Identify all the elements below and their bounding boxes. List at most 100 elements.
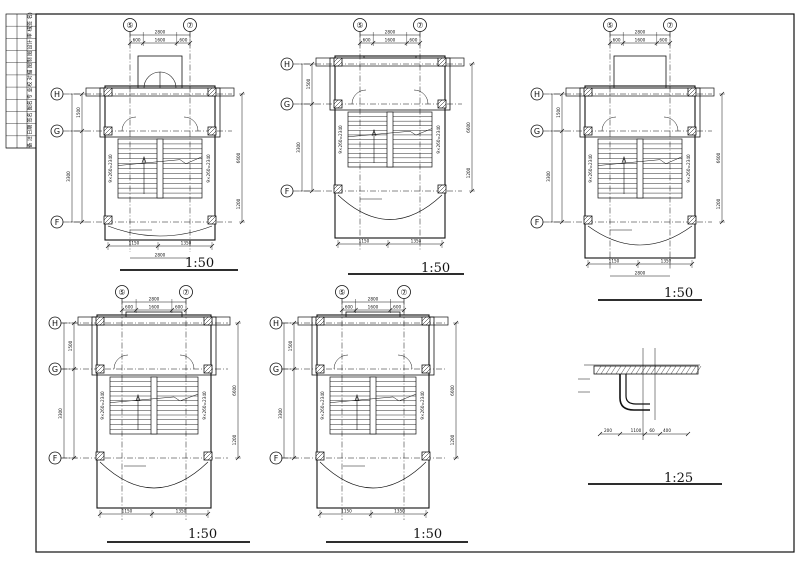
dimension-text: 600 <box>659 38 667 43</box>
dimension-text: 9×260=2340 <box>100 391 105 420</box>
axis-label: ⑦ <box>416 21 423 30</box>
dimension-text: 1600 <box>385 38 396 43</box>
dimension-text: 9×260=2340 <box>108 154 113 183</box>
axis-label: ⑤ <box>118 288 125 297</box>
dimension-text: 3300 <box>66 171 71 182</box>
dimension-text: 9×260=2340 <box>436 125 441 154</box>
dimension-text: 2800 <box>635 30 646 35</box>
scale-label-plan2: 1:50 <box>421 261 450 276</box>
dimension-text: 2800 <box>368 297 379 302</box>
dimension-text: 2800 <box>635 271 646 276</box>
title-block-cell: 图名 <box>27 100 34 110</box>
scale-captions: 1:50 1:50 1:50 1:50 1:50 1:25 <box>107 256 722 543</box>
dimension-text: 1100 <box>631 428 642 433</box>
axis-label: H <box>284 60 290 69</box>
dimension-text: 6600 <box>232 385 237 396</box>
stair-wall <box>584 85 696 259</box>
handrail-bend <box>619 374 650 411</box>
dimension-text: 600 <box>363 38 371 43</box>
axis-label: H <box>54 90 60 99</box>
scale-label-plan1: 1:50 <box>185 256 214 271</box>
dimension-text: 1200 <box>466 167 471 178</box>
title-block-cell: 专 业 <box>27 87 34 99</box>
axis-label: H <box>52 319 58 328</box>
scale-label-plan4: 1:50 <box>188 527 217 542</box>
axis-label: ⑦ <box>666 21 673 30</box>
dimension-text: 600 <box>409 38 417 43</box>
title-block-cell: (签 名) <box>26 12 33 28</box>
dimension-text: 3300 <box>58 408 63 419</box>
dimension-text: 2800 <box>149 297 160 302</box>
dimension-text: 9×260=2340 <box>338 125 343 154</box>
title-block-cell: 设计 <box>27 39 34 49</box>
dimension-text: 600 <box>613 38 621 43</box>
axis-label: ⑦ <box>186 21 193 30</box>
axis-label: H <box>273 319 279 328</box>
dimension-text: 2800 <box>155 30 166 35</box>
dimension-text: 1500 <box>556 107 561 118</box>
title-block-cell: 制 图 <box>27 51 34 63</box>
axis-label: F <box>535 218 540 227</box>
axis-label: G <box>534 127 540 136</box>
dimension-text: 6600 <box>716 152 721 163</box>
dimension-text: 1200 <box>232 434 237 445</box>
title-block-cell: 日期 <box>28 125 34 135</box>
axis-label: ⑤ <box>126 21 133 30</box>
dimension-text: 600 <box>179 38 187 43</box>
dimension-text: 600 <box>125 305 133 310</box>
axis-label: ⑤ <box>356 21 363 30</box>
dimension-text: 3300 <box>546 171 551 182</box>
dimension-text: 6600 <box>236 152 241 163</box>
axis-label: F <box>274 454 279 463</box>
scale-label-detail: 1:25 <box>664 471 693 486</box>
dimension-text: 1350 <box>181 241 192 246</box>
axis-label: ⑤ <box>338 288 345 297</box>
axis-label: F <box>53 454 58 463</box>
dimension-text: 9×260=2340 <box>320 391 325 420</box>
dimension-text: 1500 <box>306 78 311 89</box>
dimension-text: 1200 <box>716 198 721 209</box>
dimension-text: 1600 <box>635 38 646 43</box>
title-block-cell: 审 核 <box>27 26 34 38</box>
axis-label: G <box>54 127 60 136</box>
title-block-cell: 签名 <box>27 113 34 123</box>
dimension-text: 1150 <box>609 259 620 264</box>
dimension-text: 1350 <box>394 509 405 514</box>
dimension-text: 600 <box>345 305 353 310</box>
dimension-text: 2800 <box>385 30 396 35</box>
stair-wall <box>316 314 430 509</box>
dimension-text: 3300 <box>278 408 283 419</box>
handrail-well <box>369 376 377 435</box>
axis-label: F <box>285 187 290 196</box>
axis-label: ⑦ <box>400 288 407 297</box>
dimension-text: 6600 <box>466 122 471 133</box>
title-block-cell: 备 注 <box>27 136 34 148</box>
dimension-text: 600 <box>393 305 401 310</box>
sheet-border <box>35 13 795 553</box>
dimension-text: 1350 <box>661 259 672 264</box>
dimension-text: 9×260=2340 <box>420 391 425 420</box>
dimension-text: 1200 <box>236 198 241 209</box>
slab-section <box>593 365 699 375</box>
dimension-text: 1600 <box>368 305 379 310</box>
handrail-well <box>150 376 158 435</box>
dimension-text: 400 <box>663 428 671 433</box>
axis-label: ⑦ <box>182 288 189 297</box>
axis-label: ⑤ <box>606 21 613 30</box>
dimension-text: 1150 <box>341 509 352 514</box>
dimension-text: 1500 <box>76 107 81 118</box>
dimension-text: 1500 <box>68 340 73 351</box>
dimension-text: 1150 <box>129 241 140 246</box>
dimension-text: 9×260=2340 <box>202 391 207 420</box>
dimension-text: 1500 <box>288 340 293 351</box>
dimension-text: 200 <box>604 428 612 433</box>
title-block-cell: 校 对 <box>27 75 34 87</box>
handrail-well <box>386 111 394 168</box>
